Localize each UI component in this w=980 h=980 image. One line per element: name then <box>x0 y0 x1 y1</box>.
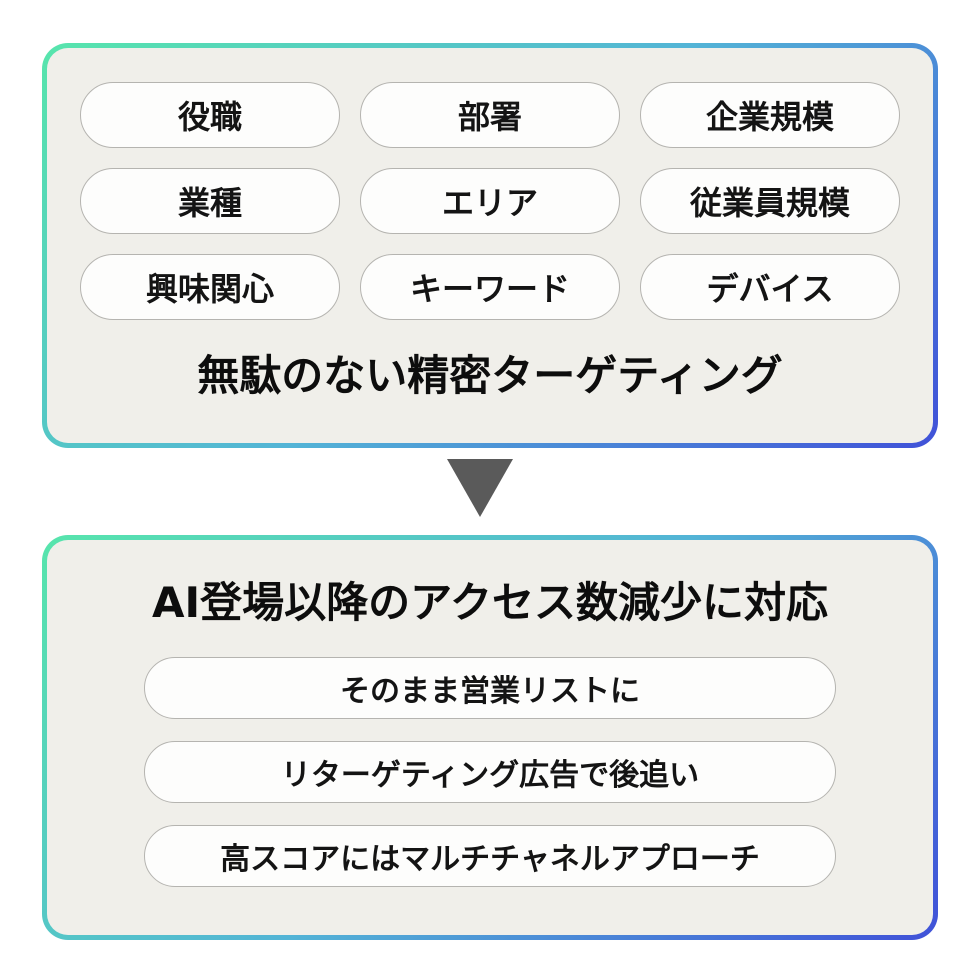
pill-industry: 業種 <box>80 168 340 234</box>
response-panel: AI登場以降のアクセス数減少に対応 そのまま営業リストに リターゲティング広告で… <box>42 535 938 940</box>
pill-multichannel-approach: 高スコアにはマルチチャネルアプローチ <box>144 825 836 887</box>
targeting-pill-grid: 役職 部署 企業規模 業種 エリア 従業員規模 興味関心 キーワード デバイス <box>80 82 900 320</box>
targeting-caption: 無駄のない精密ターゲティング <box>197 351 783 400</box>
targeting-panel: 役職 部署 企業規模 業種 エリア 従業員規模 興味関心 キーワード デバイス … <box>42 43 938 448</box>
arrow-down-icon <box>447 459 513 517</box>
pill-job-title: 役職 <box>80 82 340 148</box>
pill-sales-list: そのまま営業リストに <box>144 657 836 719</box>
response-panel-body: AI登場以降のアクセス数減少に対応 そのまま営業リストに リターゲティング広告で… <box>47 540 933 935</box>
targeting-panel-body: 役職 部署 企業規模 業種 エリア 従業員規模 興味関心 キーワード デバイス … <box>47 48 933 443</box>
pill-retargeting-ads: リターゲティング広告で後追い <box>144 741 836 803</box>
pill-keywords: キーワード <box>360 254 620 320</box>
pill-area: エリア <box>360 168 620 234</box>
response-panel-title: AI登場以降のアクセス数減少に対応 <box>151 578 829 627</box>
pill-device: デバイス <box>640 254 900 320</box>
pill-department: 部署 <box>360 82 620 148</box>
response-pill-list: そのまま営業リストに リターゲティング広告で後追い 高スコアにはマルチチャネルア… <box>144 657 836 887</box>
pill-interests: 興味関心 <box>80 254 340 320</box>
pill-company-size: 企業規模 <box>640 82 900 148</box>
pill-employee-size: 従業員規模 <box>640 168 900 234</box>
